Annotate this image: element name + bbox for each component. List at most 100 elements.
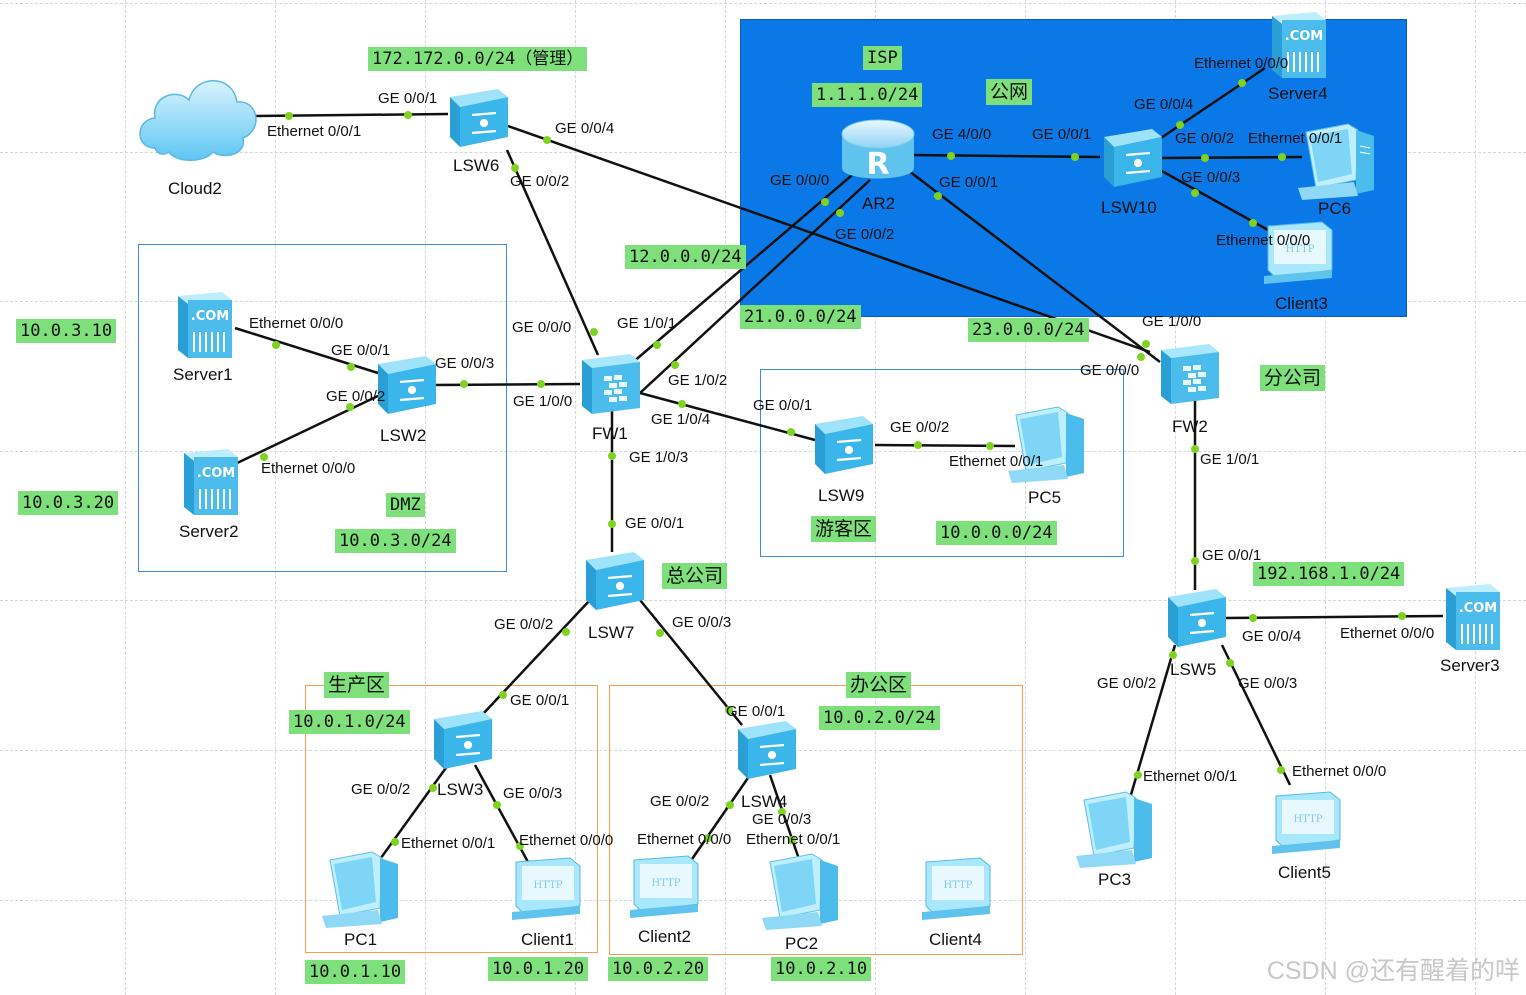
pc-icon[interactable] (1074, 790, 1156, 868)
link-dot (346, 403, 354, 411)
device-label: LSW7 (588, 623, 635, 642)
switch-icon[interactable] (807, 412, 877, 477)
port-label: GE 0/0/2 (494, 616, 554, 633)
link-dot (1134, 771, 1142, 779)
switch-icon[interactable] (730, 717, 800, 782)
pc-icon[interactable] (320, 850, 402, 928)
device-label: PC1 (344, 930, 378, 949)
port-label: GE 0/0/2 (650, 793, 710, 810)
link-dot (1278, 153, 1286, 161)
link-fw1-lsw9 (639, 391, 816, 442)
link-dot (1201, 154, 1209, 162)
client-icon[interactable]: HTTP (1260, 220, 1336, 286)
link-dot (590, 328, 598, 336)
server-icon[interactable]: .COM (1268, 8, 1330, 80)
watermark: CSDN @还有醒着的咩 (1266, 957, 1520, 985)
link-lsw6-fw1 (505, 149, 600, 356)
switch-icon[interactable] (578, 548, 648, 613)
port-label: GE 1/0/4 (651, 411, 711, 428)
port-label: GE 0/0/4 (1242, 628, 1302, 645)
switch-icon[interactable] (426, 707, 496, 772)
device-label: LSW9 (818, 486, 865, 505)
link-lsw9-pc5 (874, 443, 1016, 448)
pc-icon[interactable] (1296, 122, 1378, 200)
pc-icon[interactable] (760, 852, 842, 930)
server-icon[interactable]: .COM (178, 445, 244, 517)
grid-line (0, 3, 1526, 4)
port-label: Ethernet 0/0/1 (267, 123, 362, 140)
switch-icon[interactable] (370, 352, 440, 417)
grid-line (125, 0, 126, 995)
port-label: GE 0/0/2 (351, 781, 411, 798)
port-label: GE 0/0/1 (1202, 547, 1262, 564)
link-lsw4-pc2 (768, 774, 802, 863)
device-label: LSW4 (741, 792, 788, 811)
link-ar2-fw2 (904, 167, 1161, 363)
ip-tag: 10.0.1.10 (305, 960, 406, 984)
port-label: GE 0/0/4 (555, 120, 615, 137)
office-zone (609, 685, 1023, 955)
port-label: Ethernet 0/0/1 (949, 453, 1044, 470)
client-icon[interactable]: HTTP (918, 856, 994, 922)
guest-zone (760, 369, 1124, 557)
link-dot (1137, 353, 1145, 361)
link-dot (1277, 766, 1285, 774)
server-icon[interactable]: .COM (172, 288, 238, 360)
grid-line (0, 600, 1526, 601)
port-label: GE 0/0/2 (835, 226, 895, 243)
grid-line (725, 0, 726, 995)
cloud-icon[interactable] (133, 60, 263, 165)
svg-text:.COM: .COM (191, 309, 229, 324)
port-label: GE 1/0/1 (617, 315, 677, 332)
router-icon[interactable]: R (838, 112, 918, 192)
network-tag: 10.0.0.0/24 (936, 521, 1057, 545)
link-dot (725, 706, 733, 714)
link-lsw7-lsw4 (639, 599, 743, 726)
port-label: GE 0/0/2 (326, 388, 386, 405)
device-label: Server3 (1440, 656, 1500, 675)
link-dot (285, 112, 293, 120)
port-label: GE 0/0/1 (753, 397, 813, 414)
firewall-icon[interactable] (576, 350, 646, 416)
port-label: GE 1/0/0 (513, 393, 573, 410)
link-dot (914, 441, 922, 449)
link-dot (704, 834, 712, 842)
switch-icon[interactable] (1160, 585, 1230, 650)
client-icon[interactable]: HTTP (626, 854, 702, 920)
port-label: GE 1/0/3 (629, 449, 689, 466)
device-label: PC3 (1098, 870, 1132, 889)
grid-line (1475, 0, 1476, 995)
link-dot (1191, 445, 1199, 453)
network-tag: 10.0.1.0/24 (289, 710, 410, 734)
link-dot (608, 452, 616, 460)
link-dot (1142, 340, 1150, 348)
link-dot (934, 192, 942, 200)
device-label: Client2 (638, 927, 691, 946)
switch-icon[interactable] (1096, 125, 1166, 190)
link-dot (778, 808, 786, 816)
link-dot (543, 136, 551, 144)
svg-text:.COM: .COM (1285, 29, 1323, 44)
switch-icon[interactable] (442, 85, 512, 150)
device-label: Server1 (173, 365, 233, 384)
link-lsw10-server4 (1157, 66, 1266, 142)
server-icon[interactable]: .COM (1440, 580, 1506, 652)
network-tag: 12.0.0.0/24 (625, 245, 746, 269)
firewall-icon[interactable] (1155, 340, 1225, 406)
zone-tag: 分公司 (1260, 365, 1326, 391)
port-label: Ethernet 0/0/0 (1340, 625, 1435, 642)
link-dot (787, 428, 795, 436)
link-lsw5-server3 (1224, 614, 1444, 620)
client-icon[interactable]: HTTP (508, 856, 584, 922)
port-label: Ethernet 0/0/1 (1143, 768, 1238, 785)
link-lsw10-client3 (1159, 168, 1269, 232)
device-label: Client4 (929, 930, 982, 949)
port-label: GE 0/0/0 (512, 319, 572, 336)
device-label: LSW3 (437, 780, 484, 799)
client-icon[interactable]: HTTP (1268, 790, 1344, 856)
port-label: GE 0/0/2 (890, 419, 950, 436)
pc-icon[interactable] (1006, 405, 1088, 483)
port-label: GE 0/0/2 (1097, 675, 1157, 692)
port-label: GE 0/0/1 (1032, 126, 1092, 143)
port-label: GE 0/0/4 (1134, 96, 1194, 113)
